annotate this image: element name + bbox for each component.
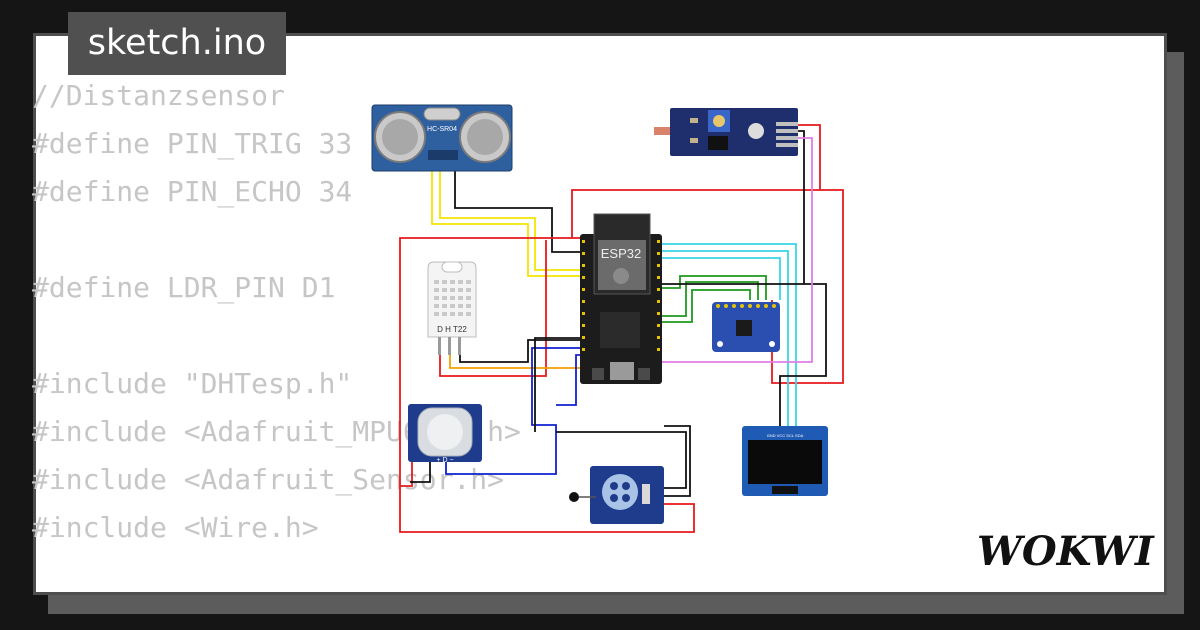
- ldr-module[interactable]: [654, 108, 798, 156]
- dht22-sensor[interactable]: D H T22: [427, 261, 477, 355]
- wire-black: [660, 425, 691, 497]
- svg-text:+ D −: + D −: [436, 457, 453, 464]
- wire-black: [534, 337, 582, 432]
- wire-green: [662, 281, 759, 317]
- wire-red: [399, 237, 695, 533]
- wire-cyan: [662, 250, 789, 430]
- wires: [399, 124, 844, 533]
- ntc-temperature-module[interactable]: [569, 466, 664, 524]
- wire-blue: [556, 354, 582, 406]
- wokwi-logo-text: WOKWI: [977, 528, 1155, 575]
- wire-black: [662, 283, 827, 430]
- wire-black: [410, 462, 431, 483]
- oled-pin-labels: GND VCC SCL SDA: [767, 433, 804, 438]
- code-editor: //Distanzsensor #define PIN_TRIG 33 #def…: [32, 72, 521, 552]
- wire-cyan: [662, 257, 781, 300]
- dht22-label: D H T22: [437, 325, 467, 334]
- mpu6050-sensor[interactable]: [712, 302, 780, 352]
- wire-red: [400, 462, 413, 487]
- wire-blue: [445, 347, 582, 475]
- wire-red: [571, 189, 844, 384]
- oled-display[interactable]: GND VCC SCL SDA: [742, 426, 828, 496]
- wire-cyan: [662, 243, 797, 430]
- esp32-board[interactable]: ESP32: [580, 213, 662, 384]
- file-tab[interactable]: sketch.ino: [68, 12, 286, 75]
- wire-black: [798, 130, 805, 284]
- wire-violet: [662, 137, 813, 363]
- code-line: #include <Adafruit_Sensor.h>: [32, 463, 505, 496]
- ultrasonic-label: HC-SR04: [427, 126, 457, 133]
- pir-sensor[interactable]: + D −: [408, 404, 482, 464]
- wire-red: [798, 124, 821, 190]
- wire-orange: [449, 340, 583, 369]
- code-line: //Distanzsensor: [32, 79, 285, 112]
- ultrasonic-sensor[interactable]: HC-SR04: [371, 104, 513, 172]
- wokwi-logo: WOKWI: [977, 528, 1155, 575]
- code-line: #include "DHTesp.h": [32, 367, 353, 400]
- wire-black: [454, 160, 582, 253]
- code-line: #define PIN_ECHO 34: [32, 175, 353, 208]
- wire-red: [439, 240, 547, 377]
- esp32-label: ESP32: [601, 246, 641, 261]
- wire-black: [459, 339, 582, 363]
- wire-yellow: [439, 160, 582, 271]
- code-line: #define PIN_TRIG 33: [32, 127, 353, 160]
- wire-green: [662, 289, 751, 323]
- wire-black: [556, 431, 687, 489]
- code-line: #define LDR_PIN D1: [32, 271, 336, 304]
- code-line: #include <Wire.h>: [32, 511, 319, 544]
